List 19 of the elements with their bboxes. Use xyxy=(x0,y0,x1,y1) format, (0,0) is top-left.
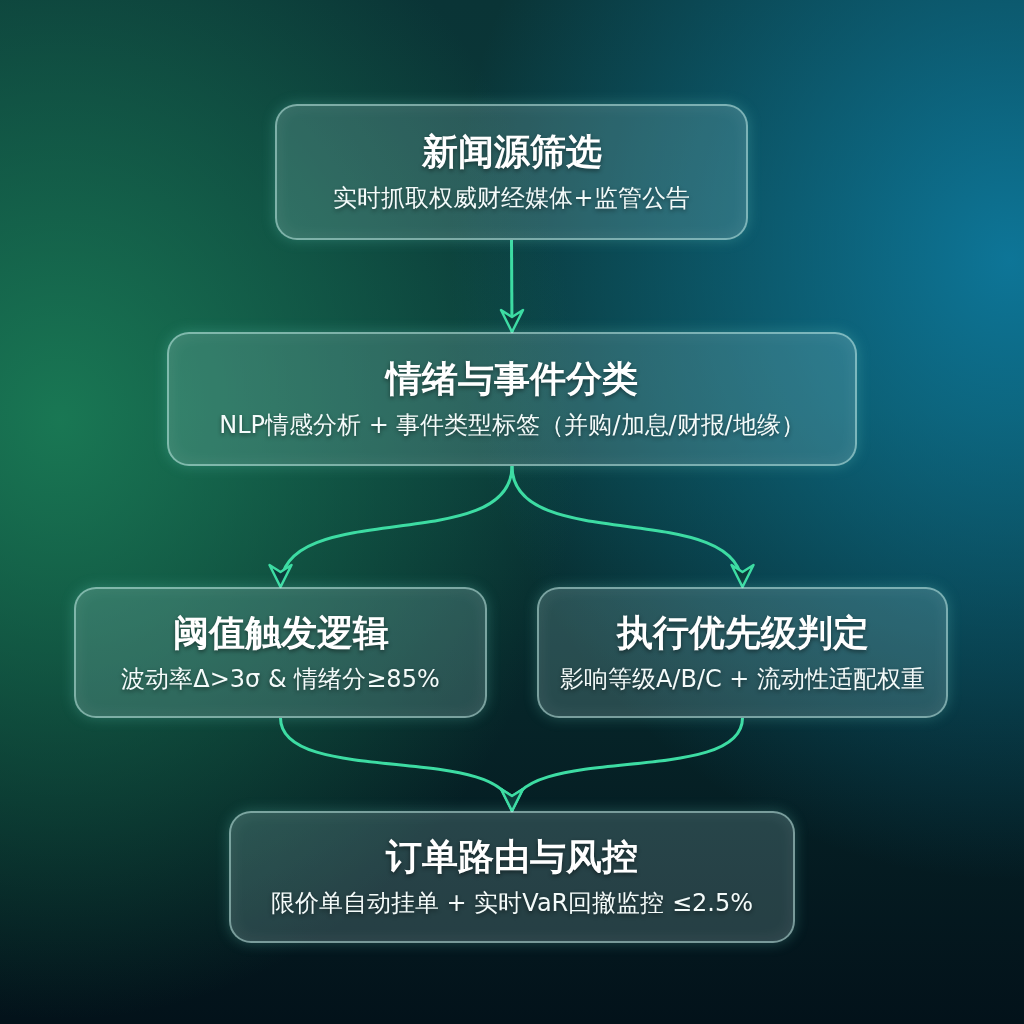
arrow xyxy=(499,717,744,813)
process-box xyxy=(167,332,857,466)
box-description: 实时抓取权威财经媒体+监管公告 xyxy=(333,183,690,214)
box-description: 限价单自动挂单 + 实时VaR回撤监控 ≤2.5% xyxy=(271,888,753,919)
box-title: 执行优先级判定 xyxy=(616,610,869,655)
process-box xyxy=(74,587,487,718)
box-description: 影响等级A/B/C + 流动性适配权重 xyxy=(559,663,926,695)
box-description: NLP情感分析 + 事件类型标签（并购/加息/财报/地缘） xyxy=(219,410,805,441)
arrow xyxy=(510,465,755,589)
box-title: 阈值触发逻辑 xyxy=(172,610,389,655)
box-description: 波动率Δ>3σ & 情绪分≥85% xyxy=(121,663,440,695)
box-title: 订单路由与风控 xyxy=(386,835,638,879)
box-title: 情绪与事件分类 xyxy=(386,357,638,401)
process-box xyxy=(537,587,948,718)
arrow xyxy=(499,240,525,334)
process-box xyxy=(229,811,795,943)
process-box xyxy=(275,104,748,240)
arrow xyxy=(268,465,514,589)
box-title: 新闻源筛选 xyxy=(421,130,602,174)
